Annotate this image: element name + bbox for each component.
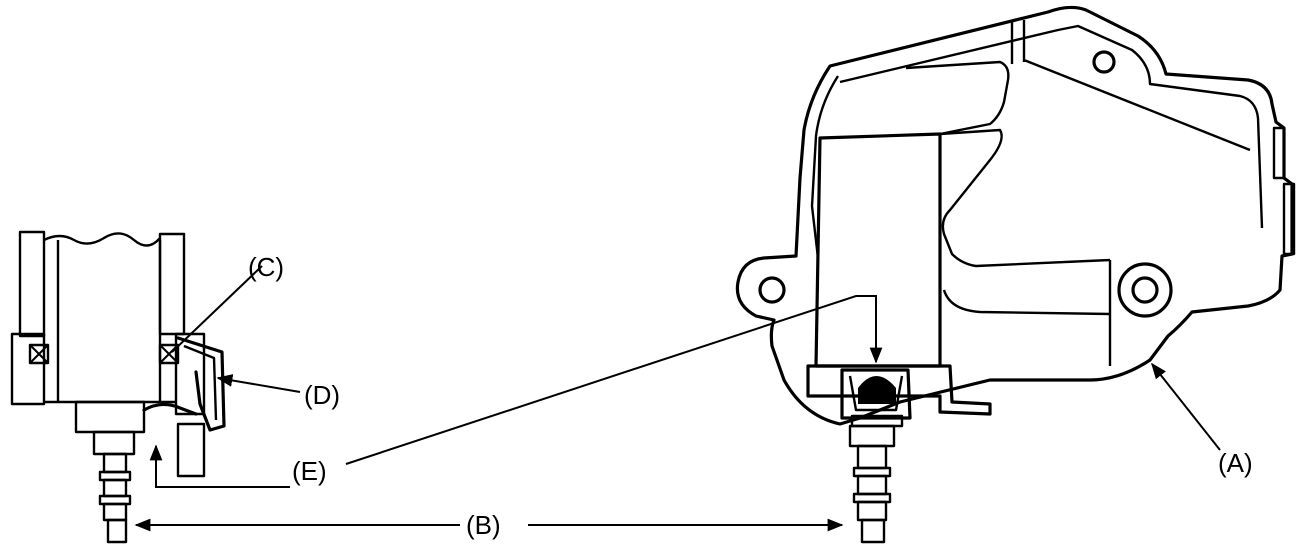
leader-a bbox=[1151, 362, 1221, 451]
tube-nipple bbox=[74, 400, 146, 544]
label-c: (C) bbox=[248, 252, 284, 282]
housing-assembly bbox=[345, 5, 1296, 544]
leader-e-left bbox=[149, 444, 290, 488]
label-d: (D) bbox=[304, 380, 340, 410]
actuator-body bbox=[814, 132, 942, 368]
leader-e-right bbox=[345, 295, 883, 465]
pipe-break-line bbox=[43, 232, 161, 247]
housing-nipple bbox=[848, 424, 896, 544]
connector-plug bbox=[840, 368, 912, 428]
pipe-stub-right bbox=[176, 422, 206, 478]
retaining-clip bbox=[176, 336, 226, 432]
housing-outline bbox=[735, 5, 1294, 426]
o-ring-seal bbox=[28, 343, 180, 365]
sectional-view bbox=[10, 230, 290, 544]
leader-c bbox=[171, 265, 263, 353]
pipe-wall-right bbox=[158, 232, 186, 336]
label-a: (A) bbox=[1218, 448, 1253, 478]
pipe-wall-left bbox=[18, 230, 46, 338]
label-b: (B) bbox=[466, 510, 501, 540]
label-e: (E) bbox=[292, 456, 327, 486]
leader-d bbox=[216, 374, 301, 393]
pipe-flange-left bbox=[10, 332, 46, 406]
